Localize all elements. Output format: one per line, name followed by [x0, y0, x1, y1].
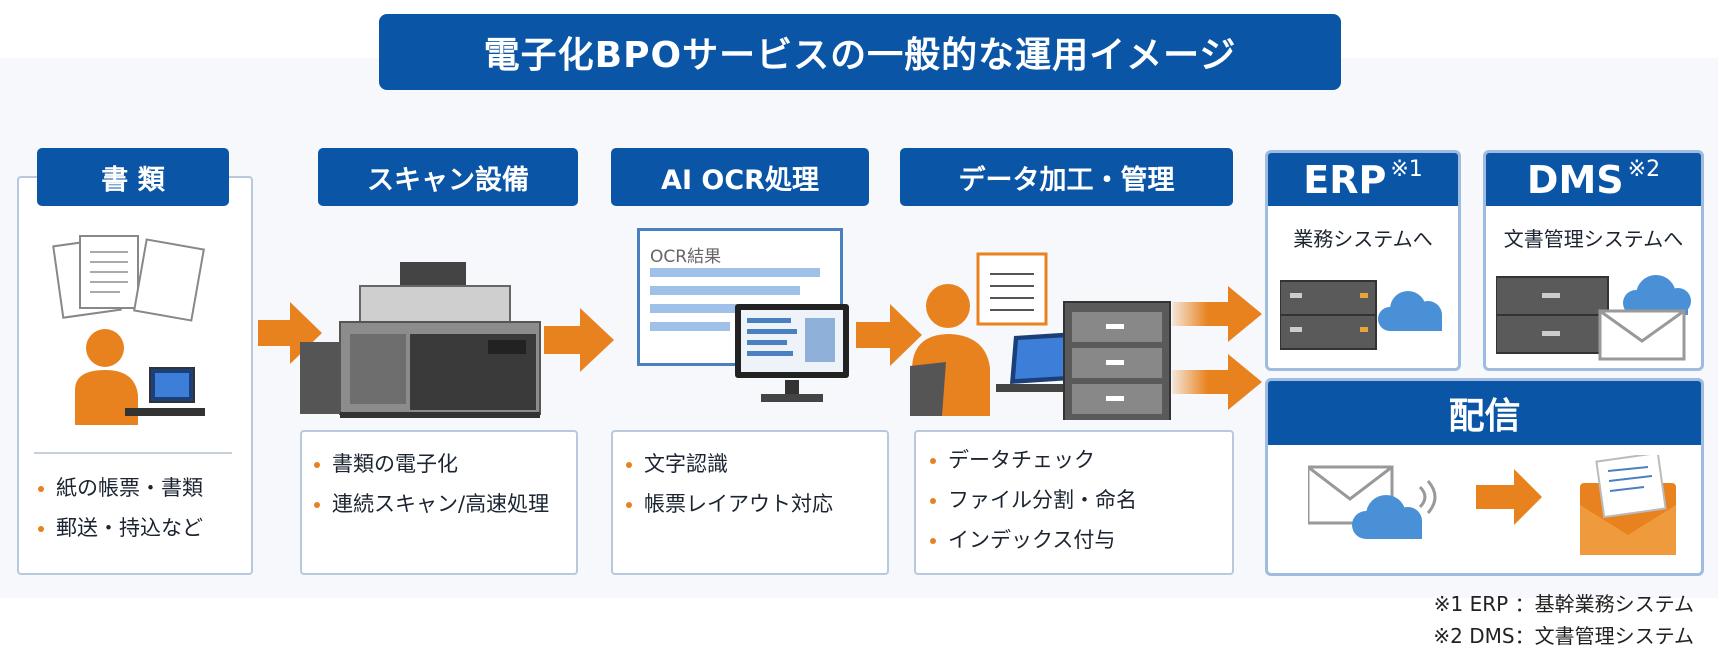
- stage-documents-bullets: 紙の帳票・書類 郵送・持込など: [38, 468, 203, 548]
- stage-scanner-card: [300, 430, 578, 575]
- dms-destination-card: DMS※2 文書管理システムへ: [1483, 150, 1704, 371]
- erp-subtitle: 業務システムへ: [1293, 227, 1433, 251]
- envelope-icon: [1598, 309, 1686, 361]
- erp-header: ERP※1: [1268, 153, 1458, 206]
- erp-label: ERP: [1303, 157, 1387, 202]
- list-item: 連続スキャン/高速処理: [314, 484, 549, 524]
- diagram-title: 電子化BPOサービスの一般的な運用イメージ: [379, 14, 1341, 90]
- stage-ocr-card: [611, 430, 889, 575]
- delivery-card: 配信: [1265, 378, 1704, 576]
- flow-arrow-2: [544, 308, 614, 372]
- delivery-arrow: [1476, 469, 1542, 525]
- erp-destination-card: ERP※1 業務システムへ: [1265, 150, 1461, 371]
- ocr-result-label: OCR結果: [650, 247, 722, 267]
- flow-arrow-3: [856, 304, 922, 366]
- server-icon: [1063, 301, 1171, 420]
- scanner-illustration: [300, 262, 541, 418]
- list-item: データチェック: [930, 440, 1137, 480]
- erp-server-cloud-icon: [1280, 280, 1442, 350]
- list-item: ファイル分割・命名: [930, 480, 1137, 520]
- laptop-icon: [996, 332, 1106, 392]
- outbound-arrow-delivery: [1172, 354, 1262, 410]
- data-management-illustration: [910, 252, 1171, 420]
- signal-icon: [1418, 480, 1437, 514]
- stage-documents-header: 書 類: [37, 148, 229, 206]
- footnotes: ※1 ERP ：基幹業務システム ※2 DMS：文書管理システム: [1274, 588, 1694, 652]
- documents-person-illustration: [52, 235, 205, 425]
- footnote-erp: ※1 ERP ：基幹業務システム: [1433, 592, 1694, 616]
- list-item: インデックス付与: [930, 520, 1137, 560]
- laptop-icon: [125, 367, 205, 416]
- dms-subtitle: 文書管理システムへ: [1503, 227, 1684, 251]
- document-bubble-icon: [976, 252, 1048, 326]
- list-item: 書類の電子化: [314, 444, 549, 484]
- ocr-text-lines: [650, 268, 820, 331]
- footnote-dms: ※2 DMS：文書管理システム: [1433, 624, 1694, 648]
- mail-delivery-icon: [1580, 455, 1676, 555]
- dms-note-mark: ※2: [1627, 157, 1661, 182]
- chair-icon: [910, 362, 946, 416]
- monitor-icon: [735, 304, 849, 402]
- list-item: 郵送・持込など: [38, 508, 203, 548]
- list-item: 帳票レイアウト対応: [626, 484, 833, 524]
- envelope-icon: [1308, 465, 1394, 525]
- dms-server-mail-icon: [1496, 275, 1691, 361]
- delivery-illustration: [1308, 455, 1676, 555]
- stage-data-card: [914, 430, 1234, 575]
- paper-stack-icon: [52, 235, 205, 322]
- cloud-icon: [1352, 495, 1422, 539]
- stage-data-header: データ加工・管理: [900, 148, 1233, 206]
- divider: [34, 452, 232, 454]
- list-item: 文字認識: [626, 444, 833, 484]
- erp-note-mark: ※1: [1390, 157, 1423, 182]
- dms-header: DMS※2: [1486, 153, 1701, 206]
- list-item: 紙の帳票・書類: [38, 468, 203, 508]
- scanner-feeder: [400, 262, 466, 288]
- delivery-header: 配信: [1268, 381, 1701, 445]
- dms-label: DMS: [1526, 157, 1624, 202]
- outbound-arrow-erp: [1172, 286, 1262, 342]
- stage-data-bullets: データチェック ファイル分割・命名 インデックス付与: [930, 440, 1137, 560]
- stage-scanner-bullets: 書類の電子化 連続スキャン/高速処理: [314, 444, 549, 524]
- stage-ocr-bullets: 文字認識 帳票レイアウト対応: [626, 444, 833, 524]
- stage-scanner-header: スキャン設備: [318, 148, 578, 206]
- person-icon: [75, 329, 138, 425]
- stage-ocr-header: AI OCR処理: [611, 148, 869, 206]
